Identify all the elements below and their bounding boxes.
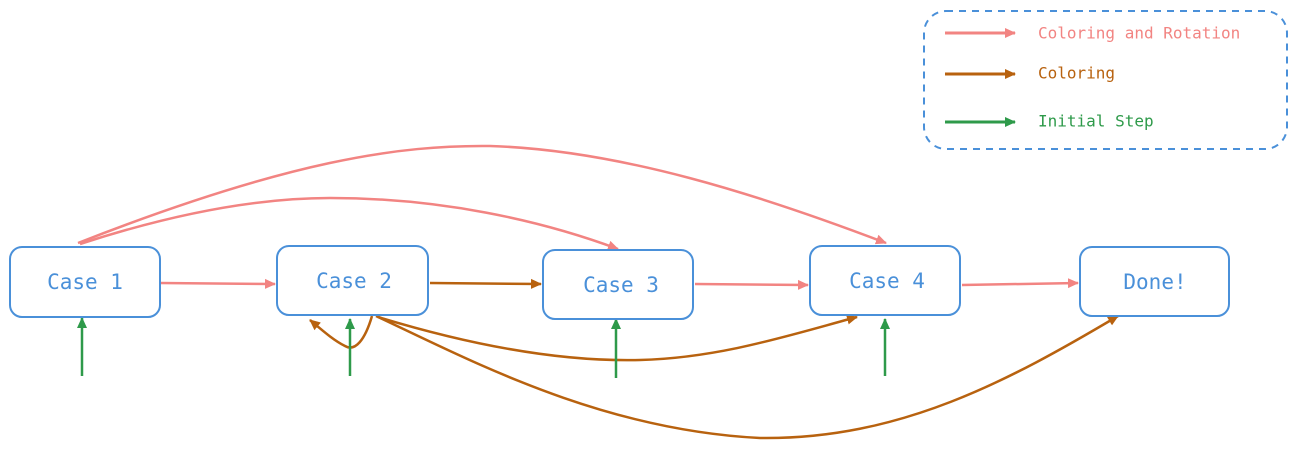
node-case-4-box	[809, 245, 961, 316]
legend-label-initial-step: Initial Step	[1038, 112, 1154, 131]
legend-label-coloring-and-rotation: Coloring and Rotation	[1038, 24, 1240, 43]
edge-case1-to-case3	[79, 196, 619, 251]
edge-case2-self-loop	[309, 315, 374, 349]
edge-case3-to-case4	[694, 279, 809, 290]
node-case-2: Case 2	[276, 245, 429, 316]
edge-case2-to-done	[375, 314, 1119, 440]
node-done: Done!	[1079, 246, 1230, 317]
node-done-label: Done!	[1123, 270, 1186, 294]
node-case-3-box	[542, 249, 694, 320]
initial-step-edges	[77, 317, 890, 378]
node-case-1: Case 1	[9, 246, 161, 318]
legend-border	[923, 10, 1288, 150]
edge-case4-to-done	[961, 278, 1079, 289]
node-case-2-box	[276, 245, 429, 316]
legend: Coloring and Rotation Coloring Initial S…	[923, 10, 1288, 150]
edge-case1-to-case2	[159, 278, 276, 289]
coloring-and-rotation-edges	[77, 144, 1079, 290]
node-done-box	[1079, 246, 1230, 317]
legend-label-coloring: Coloring	[1038, 64, 1115, 83]
coloring-edges	[309, 278, 1119, 440]
node-case-4-label: Case 4	[849, 269, 925, 293]
edge-case1-to-case4	[77, 144, 887, 245]
node-case-2-label: Case 2	[316, 269, 392, 293]
edge-case2-to-case4	[377, 314, 858, 362]
node-case-3-label: Case 3	[583, 273, 659, 297]
node-case-4: Case 4	[809, 245, 961, 316]
node-case-3: Case 3	[542, 249, 694, 320]
node-case-1-box	[9, 246, 161, 318]
edge-case2-to-case3	[429, 278, 542, 289]
node-case-1-label: Case 1	[47, 270, 123, 294]
